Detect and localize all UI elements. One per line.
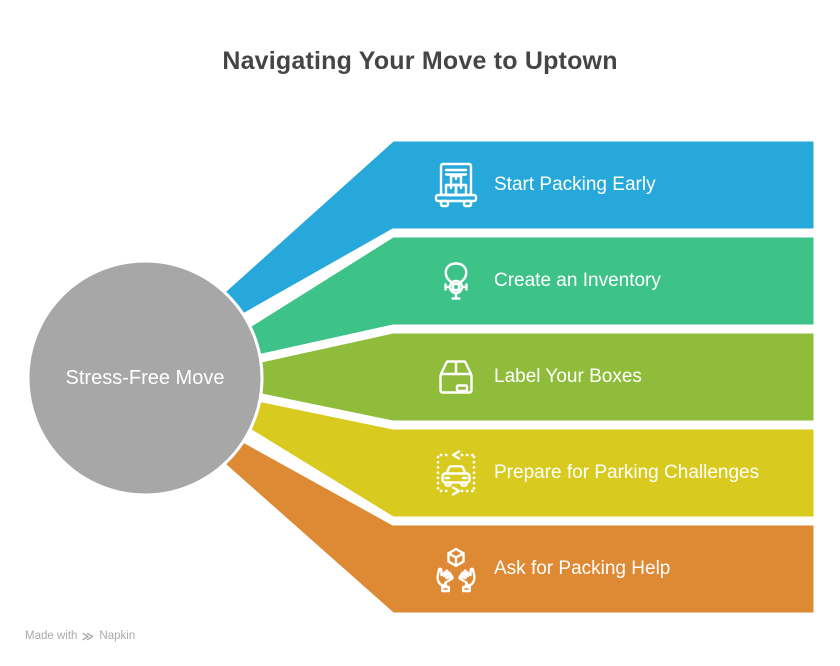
banner-label-parking: Prepare for Parking Challenges xyxy=(494,462,760,483)
right-hand xyxy=(458,567,476,593)
left-hand xyxy=(436,567,454,593)
inventory-balloon-icon xyxy=(444,262,468,300)
page-title: Navigating Your Move to Uptown xyxy=(222,47,618,75)
banner-label-start-packing: Start Packing Early xyxy=(494,174,656,195)
center-circle xyxy=(26,259,264,497)
moving-truck-icon xyxy=(434,162,478,208)
hands-holding-box-icon xyxy=(436,547,476,593)
napkin-logo-icon xyxy=(82,632,94,641)
made-with-text: Made with xyxy=(25,630,78,642)
banner-label-packing-help: Ask for Packing Help xyxy=(494,558,671,579)
center-label: Stress-Free Move xyxy=(65,367,225,389)
package-box-icon xyxy=(439,360,473,394)
napkin-watermark: Made with Napkin xyxy=(25,629,135,643)
parking-car-icon xyxy=(436,450,476,496)
banner-label-inventory: Create an Inventory xyxy=(494,270,661,291)
brand-text: Napkin xyxy=(99,630,136,642)
banner-label-label-boxes: Label Your Boxes xyxy=(494,366,642,387)
